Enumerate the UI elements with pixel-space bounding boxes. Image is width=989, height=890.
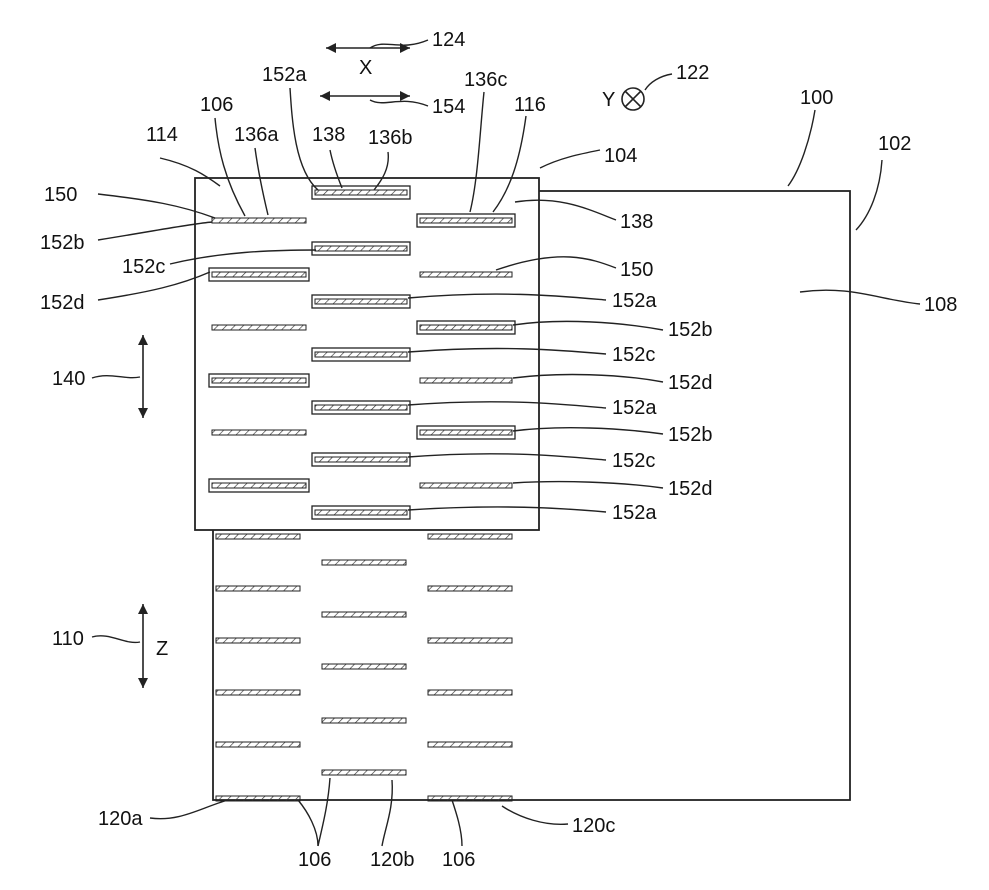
label-138-right: 138 — [620, 211, 653, 233]
label-150-left: 150 — [44, 184, 77, 206]
rack-slot-middle — [322, 718, 406, 723]
label-100: 100 — [800, 87, 833, 109]
carriage-slot-middle — [312, 186, 410, 199]
label-136c: 136c — [464, 69, 507, 91]
carriage-slot-middle — [312, 348, 410, 361]
z-direction-arrow-icon — [138, 604, 148, 688]
label-120c: 120c — [572, 815, 615, 837]
rack-slot-right — [428, 638, 512, 643]
label-right-152b-2: 152b — [668, 424, 713, 446]
rack-slot-right — [428, 534, 512, 539]
label-right-152c-1: 152c — [612, 344, 655, 366]
carriage-slot-right — [420, 483, 512, 488]
rack-slot-left — [216, 638, 300, 643]
carriage-slot-left — [212, 218, 306, 223]
rack-slot-right — [428, 742, 512, 747]
label-right-152d-1: 152d — [668, 372, 713, 394]
label-y-axis: Y — [602, 89, 615, 111]
rack-slot-middle — [322, 612, 406, 617]
label-138-top: 138 — [312, 124, 345, 146]
carriage-slot-left — [209, 374, 309, 387]
carriage-slot-right — [417, 214, 515, 227]
carriage-slot-middle — [312, 401, 410, 414]
label-106-top: 106 — [200, 94, 233, 116]
carriage-slot-left — [209, 268, 309, 281]
label-152b-left: 152b — [40, 232, 85, 254]
carriage-slot-middle — [312, 453, 410, 466]
label-152d-left: 152d — [40, 292, 85, 314]
carriage-slot-left — [212, 325, 306, 330]
label-152a-top: 152a — [262, 64, 307, 86]
label-110: 110 — [52, 628, 84, 650]
rack-slot-middle — [322, 770, 406, 775]
rack-slot-left — [216, 586, 300, 591]
label-102: 102 — [878, 133, 911, 155]
label-z-axis: Z — [156, 638, 168, 660]
label-152c-left: 152c — [122, 256, 165, 278]
rack-slot-left — [216, 742, 300, 747]
label-122: 122 — [676, 62, 709, 84]
label-116: 116 — [514, 94, 546, 116]
rack-slots — [216, 534, 512, 801]
label-140: 140 — [52, 368, 85, 390]
label-108: 108 — [924, 294, 957, 316]
label-114: 114 — [146, 124, 178, 146]
label-right-152a-3: 152a — [612, 502, 657, 524]
travel-direction-arrow-icon — [320, 91, 410, 101]
label-right-152b-1: 152b — [668, 319, 713, 341]
rack-slot-left — [216, 796, 300, 801]
label-x-axis: X — [359, 57, 372, 79]
label-right-152c-2: 152c — [612, 450, 655, 472]
label-106-bottom-1: 106 — [298, 849, 331, 871]
carriage-slot-right — [420, 272, 512, 277]
carriage-slot-middle — [312, 295, 410, 308]
cross-in-circle-icon — [622, 88, 644, 110]
rack-slot-left — [216, 534, 300, 539]
label-right-152d-2: 152d — [668, 478, 713, 500]
label-154: 154 — [432, 96, 465, 118]
label-106-bottom-2: 106 — [442, 849, 475, 871]
label-104: 104 — [604, 145, 637, 167]
rack-slot-right — [428, 690, 512, 695]
rack-slot-middle — [322, 664, 406, 669]
carriage-slot-left — [209, 479, 309, 492]
label-right-152a-2: 152a — [612, 397, 657, 419]
rack-slot-right — [428, 796, 512, 801]
label-120a: 120a — [98, 808, 143, 830]
label-150-right: 150 — [620, 259, 653, 281]
carriage-slot-right — [417, 321, 515, 334]
carriage-slot-left — [212, 430, 306, 435]
label-right-152a-1: 152a — [612, 290, 657, 312]
rack-slot-right — [428, 586, 512, 591]
label-136b: 136b — [368, 127, 413, 149]
label-120b: 120b — [370, 849, 415, 871]
label-124: 124 — [432, 29, 465, 51]
carriage-slot-middle — [312, 506, 410, 519]
carriage-slot-right — [420, 378, 512, 383]
rack-slot-left — [216, 690, 300, 695]
carriage-slot-right — [417, 426, 515, 439]
label-136a: 136a — [234, 124, 279, 146]
rack-slot-middle — [322, 560, 406, 565]
carriage-slot-middle — [312, 242, 410, 255]
